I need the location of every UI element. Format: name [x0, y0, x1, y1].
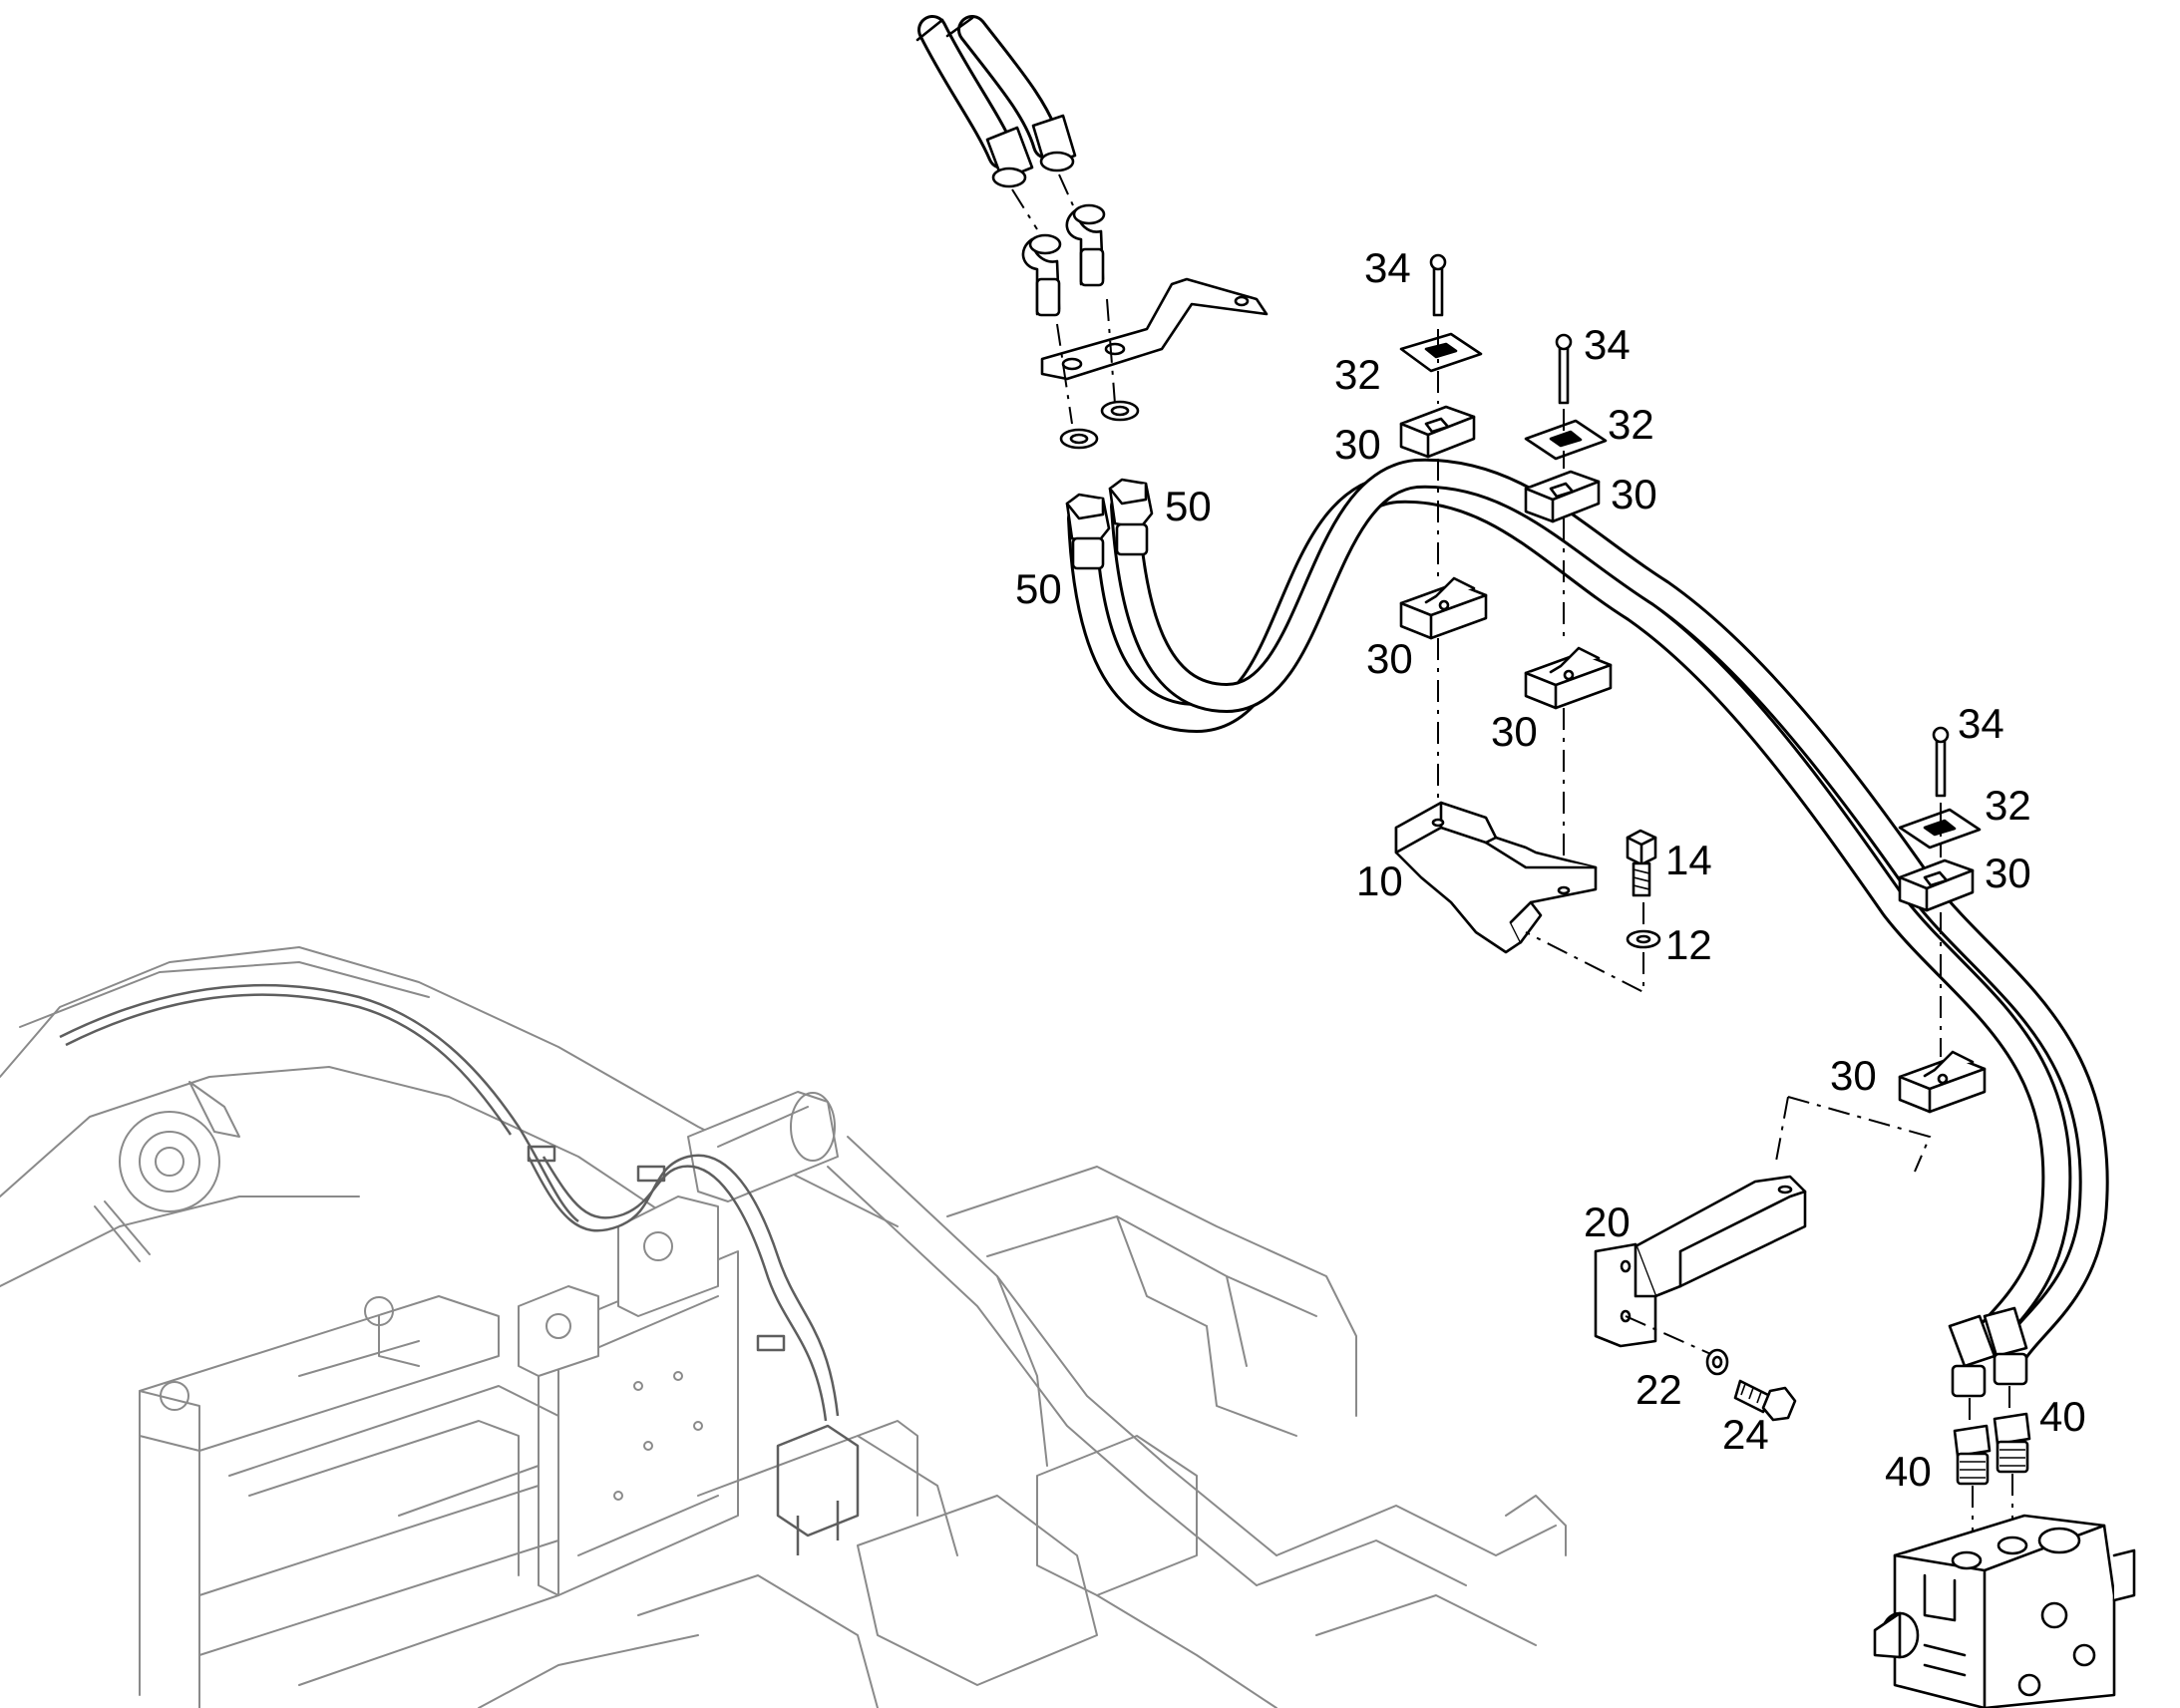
- mounting-bracket-10: [1394, 801, 1661, 994]
- callout-22: 22: [1635, 1366, 1682, 1413]
- hydraulic-hoses: [915, 15, 2109, 1366]
- callout-14: 14: [1665, 837, 1712, 883]
- callout-30-b: 30: [1611, 471, 1657, 517]
- callout-12: 12: [1665, 921, 1712, 968]
- support-bracket-20: [1594, 1096, 1932, 1422]
- callout-30-f: 30: [1830, 1052, 1877, 1099]
- callout-40-b: 40: [1885, 1448, 1932, 1495]
- callout-34-a: 34: [1364, 244, 1411, 291]
- clamp-assemblies: [1399, 253, 1987, 1114]
- upper-fitting-assembly: [1011, 173, 1269, 570]
- callout-32-a: 32: [1334, 351, 1381, 398]
- callout-34-b: 34: [1584, 321, 1631, 368]
- control-valve-assembly: [1873, 1306, 2136, 1708]
- callout-32-c: 32: [1985, 782, 2031, 829]
- callout-34-c: 34: [1958, 700, 2004, 747]
- callout-50-b: 50: [1015, 565, 1062, 612]
- callout-30-e: 30: [1985, 850, 2031, 896]
- machine-frame-background: [0, 946, 1567, 1708]
- callout-10: 10: [1356, 857, 1403, 904]
- callout-labels: 34 32 30 34 32 30 50 50 30 30 34 32 30 1…: [1015, 244, 2086, 1495]
- callout-30-c: 30: [1366, 635, 1413, 682]
- callout-30-d: 30: [1491, 708, 1538, 755]
- callout-50-a: 50: [1165, 483, 1212, 529]
- callout-40-a: 40: [2039, 1393, 2086, 1440]
- callout-20: 20: [1584, 1198, 1631, 1245]
- callout-24: 24: [1722, 1411, 1769, 1458]
- callout-32-b: 32: [1608, 401, 1654, 448]
- callout-30-a: 30: [1334, 421, 1381, 468]
